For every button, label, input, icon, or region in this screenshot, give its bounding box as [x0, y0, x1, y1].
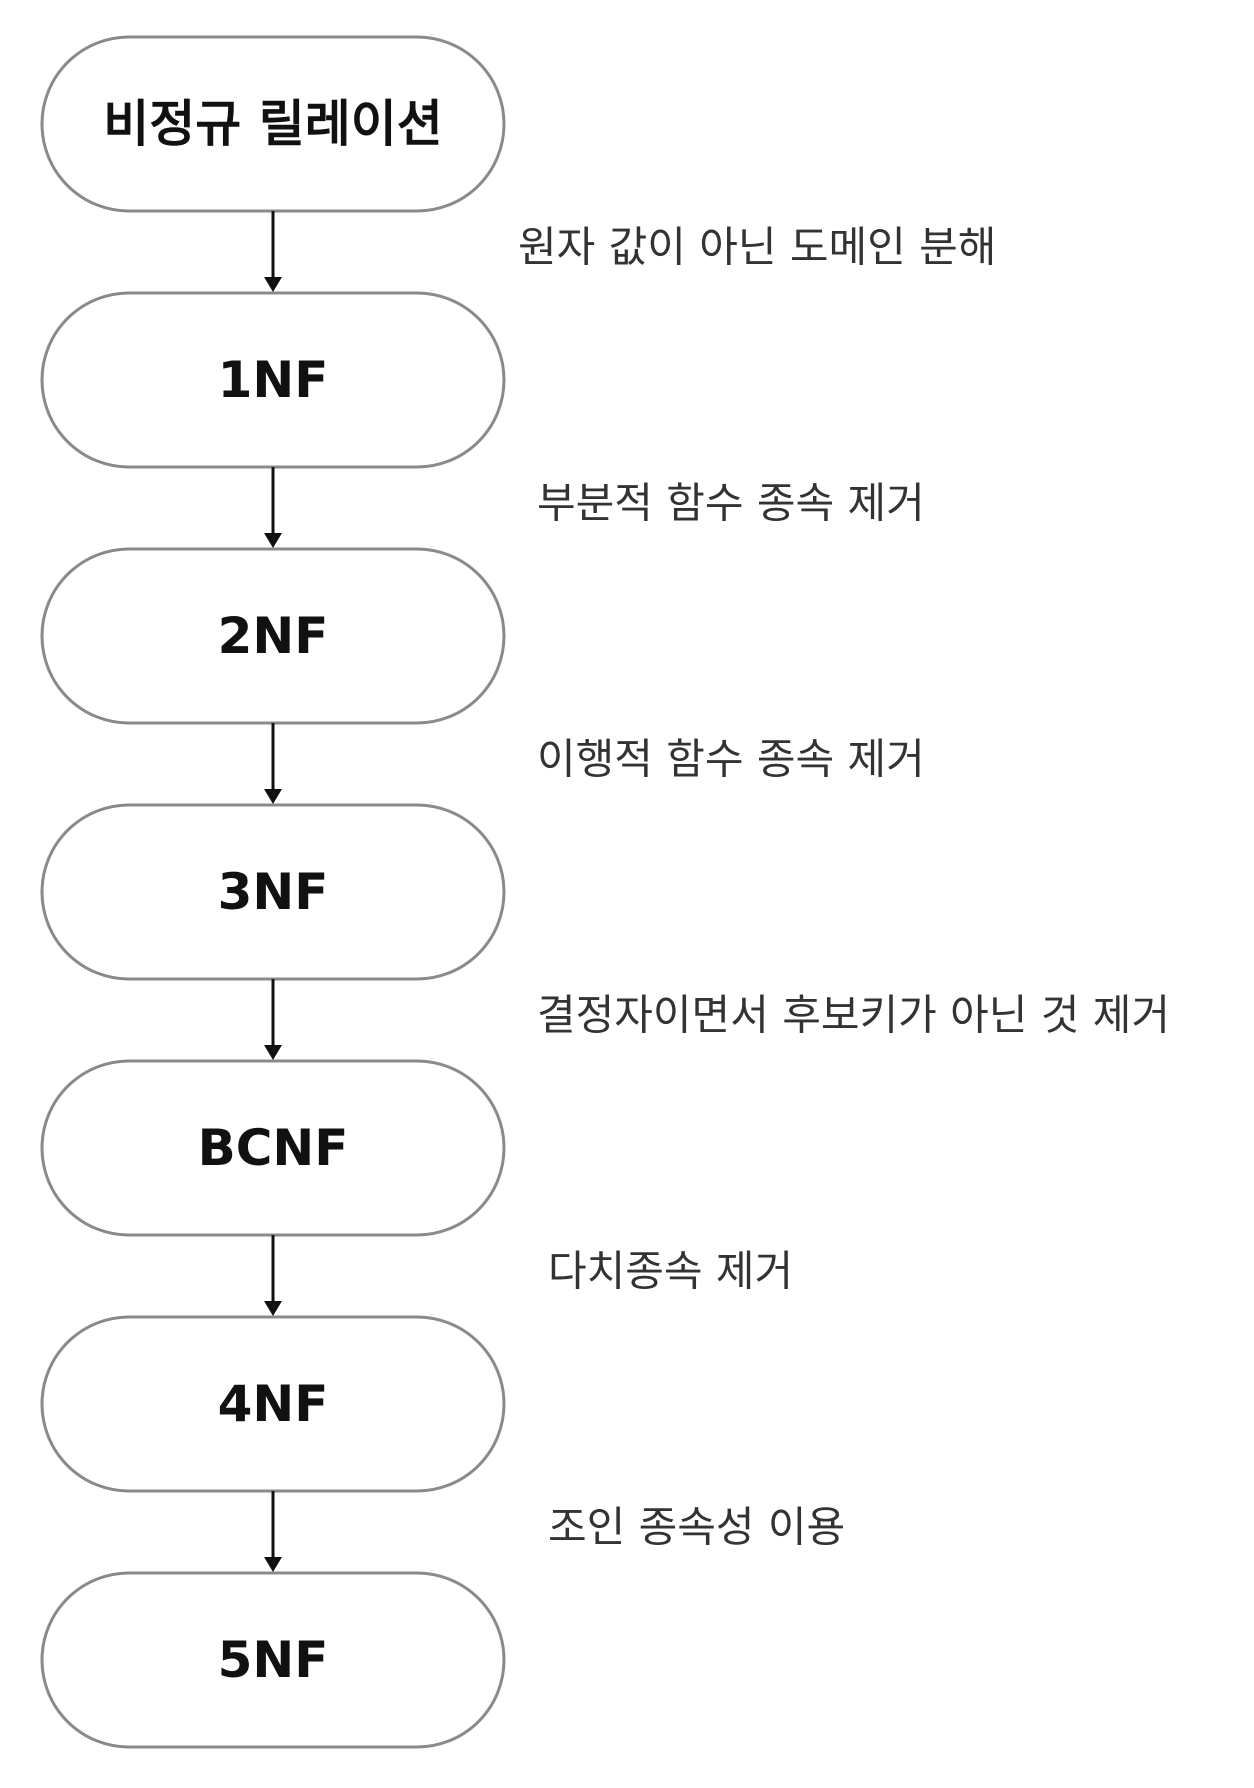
- edge-1nf-to-2nf: 부분적 함수 종속 제거: [264, 467, 925, 548]
- arrowhead-icon: [264, 1045, 282, 1060]
- arrowhead-icon: [264, 277, 282, 292]
- node-4nf: 4NF: [40, 1315, 506, 1493]
- node-shape: [40, 1571, 506, 1749]
- node-label: 5NF: [218, 1631, 329, 1689]
- node-5nf: 5NF: [40, 1571, 506, 1749]
- edge-2nf-to-3nf: 이행적 함수 종속 제거: [264, 723, 925, 804]
- node-3nf: 3NF: [40, 803, 506, 981]
- node-label: 4NF: [218, 1375, 329, 1433]
- node-bcnf: BCNF: [40, 1059, 506, 1237]
- node-label: 3NF: [218, 863, 329, 921]
- arrowhead-icon: [264, 789, 282, 804]
- edge-label: 조인 종속성 이용: [548, 1503, 845, 1552]
- node-label: BCNF: [198, 1119, 349, 1177]
- node-unnormalized: 비정규 릴레이션: [40, 35, 506, 213]
- edge-label: 부분적 함수 종속 제거: [537, 479, 925, 528]
- edge-unnormalized-to-1nf: 원자 값이 아닌 도메인 분해: [264, 211, 996, 292]
- edge-label: 원자 값이 아닌 도메인 분해: [518, 223, 996, 272]
- node-label: 비정규 릴레이션: [103, 95, 442, 153]
- node-label: 1NF: [218, 351, 329, 409]
- edge-4nf-to-5nf: 조인 종속성 이용: [264, 1491, 845, 1572]
- edge-label: 다치종속 제거: [548, 1247, 793, 1296]
- arrowhead-icon: [264, 533, 282, 548]
- arrowhead-icon: [264, 1557, 282, 1572]
- node-2nf: 2NF: [40, 547, 506, 725]
- node-1nf: 1NF: [40, 291, 506, 469]
- edge-label: 결정자이면서 후보키가 아닌 것 제거: [537, 991, 1170, 1040]
- arrowhead-icon: [264, 1301, 282, 1316]
- edge-3nf-to-bcnf: 결정자이면서 후보키가 아닌 것 제거: [264, 979, 1170, 1060]
- node-label: 2NF: [218, 607, 329, 665]
- edge-bcnf-to-4nf: 다치종속 제거: [264, 1235, 793, 1316]
- edge-label: 이행적 함수 종속 제거: [537, 735, 925, 784]
